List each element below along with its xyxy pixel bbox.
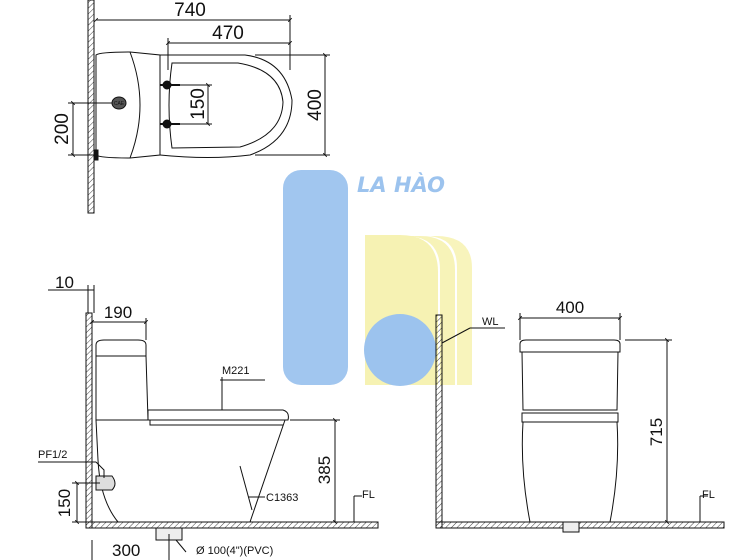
- dim-front-height: 715: [647, 418, 666, 446]
- dim-wall-gap: 10: [55, 273, 74, 292]
- dim-hinge-spacing: 150: [188, 88, 209, 120]
- brand-badge-text: CAE: [114, 101, 125, 107]
- label-supply: PF1/2: [38, 449, 67, 461]
- front-tank: [521, 351, 619, 411]
- logo-brand-text: LA HÀO: [357, 172, 445, 197]
- label-seat-model: M221: [222, 365, 250, 377]
- front-tank-lid: [519, 339, 621, 353]
- side-tank: [95, 355, 149, 421]
- dim-outlet-offset: 200: [52, 113, 73, 145]
- top-bowl: [159, 54, 293, 158]
- front-bowl: [521, 421, 619, 523]
- label-wall-line: WL: [482, 316, 499, 328]
- front-wall: [435, 314, 443, 529]
- dim-tank-depth: 190: [104, 303, 132, 322]
- dim-width: 400: [305, 89, 326, 121]
- side-view: [38, 285, 379, 560]
- side-seat: [147, 409, 289, 421]
- front-floor: [435, 521, 725, 529]
- top-wall: [87, 0, 95, 214]
- label-floor-side: FL: [362, 489, 375, 501]
- top-view-dimension-labels: 740 470 400 150 200: [52, 0, 326, 145]
- top-tank: [95, 51, 161, 159]
- dim-bowl-height: 385: [315, 456, 334, 484]
- logo-blue-bar: [283, 170, 348, 385]
- side-floor: [85, 521, 379, 529]
- supply-valve-icon: [95, 475, 116, 491]
- top-view: CAE: [68, 0, 330, 214]
- logo-blue-circle: [364, 314, 436, 386]
- dim-rough-in: 300: [112, 541, 140, 560]
- front-view-labels: 400 715 WL FL: [482, 298, 715, 501]
- top-seat: [168, 62, 284, 149]
- side-view-labels: 10 190 385 150 300 M221 C1363 PF1/2 FL Ø…: [38, 273, 375, 560]
- dim-seat-length: 470: [212, 23, 244, 44]
- label-outlet: Ø 100(4")(PVC): [196, 545, 273, 557]
- side-tank-lid: [95, 339, 147, 357]
- label-body-model: C1363: [266, 492, 298, 504]
- watermark-logo: LA HÀO: [283, 170, 472, 386]
- dim-front-width: 400: [556, 298, 584, 317]
- front-seat: [521, 412, 619, 423]
- front-view: [435, 313, 725, 533]
- dim-overall-length: 740: [174, 0, 206, 21]
- side-bowl: [95, 419, 286, 523]
- dim-supply-height: 150: [55, 489, 74, 517]
- side-wall: [85, 312, 93, 529]
- label-floor-front: FL: [702, 489, 715, 501]
- logo-yellow-arch-3: [425, 236, 472, 385]
